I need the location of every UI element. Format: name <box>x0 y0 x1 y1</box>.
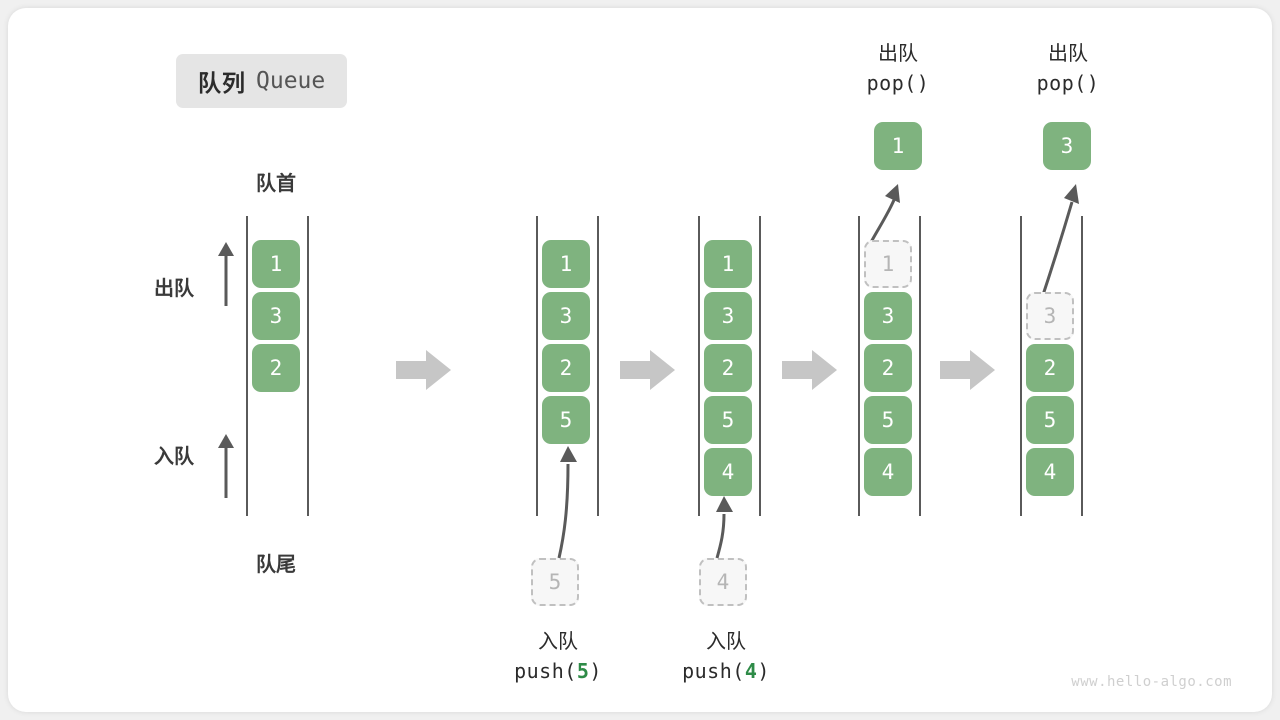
queue-node: 4 <box>704 448 752 496</box>
queue-node: 3 <box>252 292 300 340</box>
queue-node: 4 <box>1026 448 1074 496</box>
queue-rail-right-5 <box>1081 216 1083 516</box>
queue-rail-right-1 <box>307 216 309 516</box>
push-code-prefix: push( <box>682 659 745 683</box>
pop-caption-cn: 出队 <box>878 43 918 65</box>
queue-node: 1 <box>704 240 752 288</box>
push-code-value: 4 <box>744 659 758 683</box>
push-arrow-icon <box>715 496 733 559</box>
watermark: www.hello-algo.com <box>1071 674 1232 690</box>
dequeue-direction-label: 出队 <box>154 278 194 300</box>
queue-node: 1 <box>252 240 300 288</box>
pending-push-node: 4 <box>699 558 747 606</box>
enqueue-direction-label: 入队 <box>154 446 194 468</box>
push-code-suffix: ) <box>757 659 770 683</box>
step-arrow-icon <box>396 350 451 390</box>
pop-caption-code: pop() <box>1036 71 1100 95</box>
queue-node: 3 <box>704 292 752 340</box>
pop-caption-3: 出队 pop() <box>978 40 1158 98</box>
push-code-suffix: ) <box>589 659 602 683</box>
pop-caption-code: pop() <box>866 71 930 95</box>
queue-rail-left-3 <box>698 216 700 516</box>
pending-push-node: 5 <box>531 558 579 606</box>
queue-back-label: 队尾 <box>256 554 296 576</box>
pop-caption-1: 出队 pop() <box>808 40 988 98</box>
push-code-prefix: push( <box>514 659 577 683</box>
popped-node: 3 <box>1043 122 1091 170</box>
queue-node: 4 <box>864 448 912 496</box>
enqueue-direction-arrow-icon <box>218 434 234 498</box>
dequeue-direction-arrow-icon <box>218 242 234 306</box>
queue-node: 3 <box>864 292 912 340</box>
queue-rail-right-2 <box>597 216 599 516</box>
queue-rail-left-1 <box>246 216 248 516</box>
queue-rail-left-2 <box>536 216 538 516</box>
queue-node: 1 <box>542 240 590 288</box>
pop-caption-cn: 出队 <box>1048 43 1088 65</box>
queue-node: 5 <box>542 396 590 444</box>
push-caption-5: 入队 push(5) <box>448 628 668 686</box>
queue-rail-left-4 <box>858 216 860 516</box>
push-code-value: 5 <box>576 659 590 683</box>
step-arrow-icon <box>940 350 995 390</box>
queue-rail-right-3 <box>759 216 761 516</box>
push-caption-cn: 入队 <box>706 631 746 653</box>
queue-node: 2 <box>252 344 300 392</box>
queue-node: 2 <box>704 344 752 392</box>
push-caption-code: push(5) <box>448 657 668 686</box>
queue-front-label: 队首 <box>256 173 296 195</box>
queue-node: 5 <box>864 396 912 444</box>
push-caption-cn: 入队 <box>538 631 578 653</box>
queue-rail-right-4 <box>919 216 921 516</box>
queue-node: 5 <box>1026 396 1074 444</box>
queue-node-ghost: 3 <box>1026 292 1074 340</box>
queue-node: 2 <box>1026 344 1074 392</box>
queue-node-ghost: 1 <box>864 240 912 288</box>
queue-node: 2 <box>864 344 912 392</box>
push-arrow-icon <box>557 446 577 559</box>
figure-title-badge: 队列 Queue <box>176 54 348 108</box>
pop-arrow-icon <box>1038 184 1079 305</box>
figure-card: 队列 Queue 队首 队尾 出队 入队 1 3 2 1 <box>8 8 1272 712</box>
step-arrow-icon <box>782 350 837 390</box>
step-arrow-icon <box>620 350 675 390</box>
queue-node: 5 <box>704 396 752 444</box>
figure-title-en: Queue <box>256 68 326 94</box>
popped-node: 1 <box>874 122 922 170</box>
push-caption-code: push(4) <box>616 657 836 686</box>
queue-node: 2 <box>542 344 590 392</box>
push-caption-4: 入队 push(4) <box>616 628 836 686</box>
queue-node: 3 <box>542 292 590 340</box>
figure-title-cn: 队列 <box>198 70 246 96</box>
queue-rail-left-5 <box>1020 216 1022 516</box>
